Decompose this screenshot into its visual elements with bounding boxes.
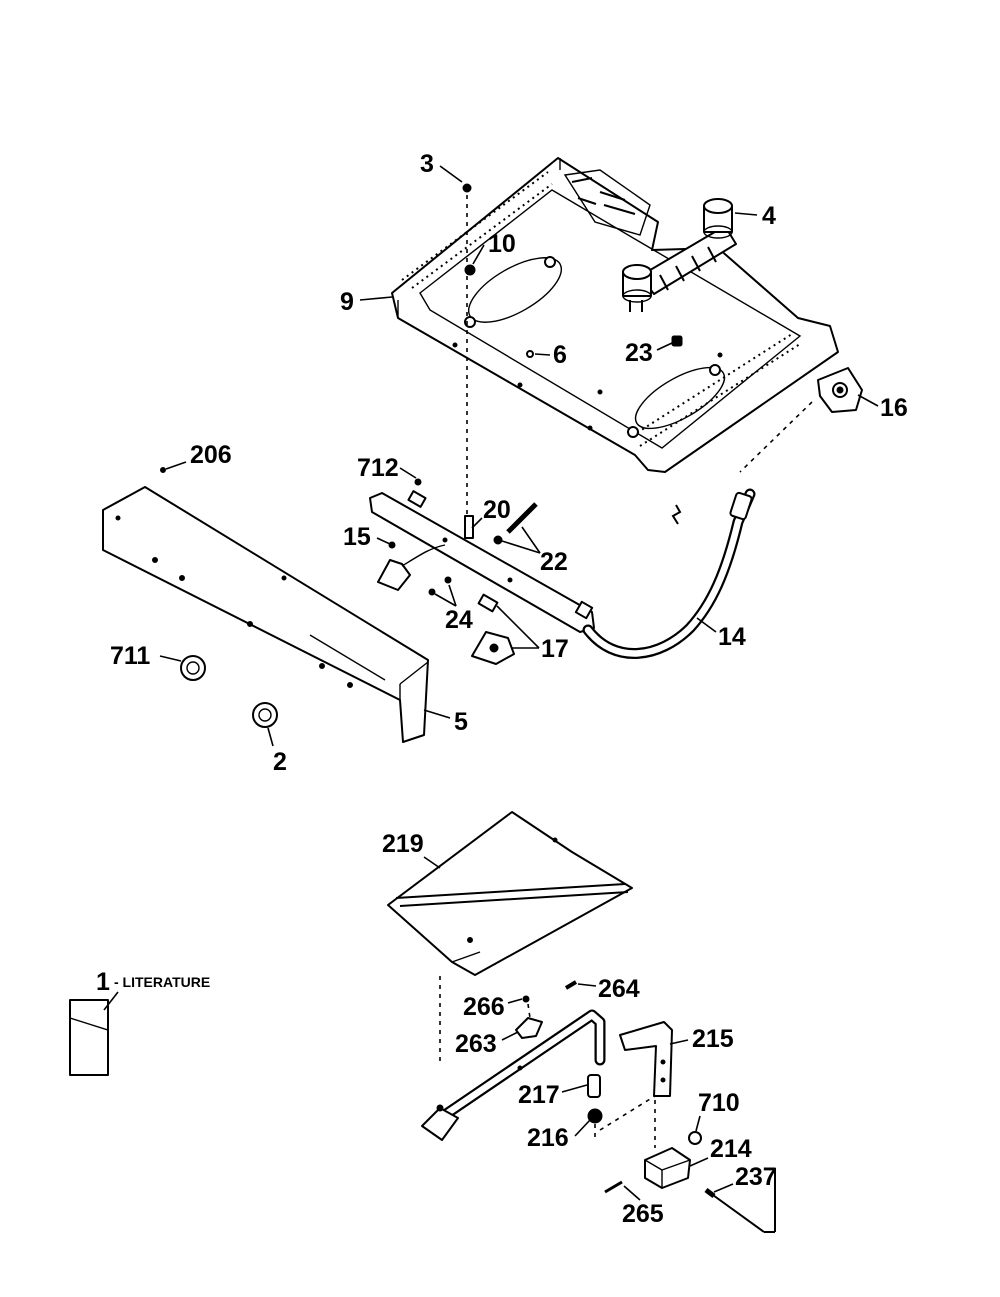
screw-264 [564, 980, 578, 990]
washer-710 [688, 1131, 702, 1145]
electrode-237 [704, 1168, 776, 1233]
part-label-206: 206 [190, 441, 232, 469]
leader-lines [103, 165, 879, 1201]
part-label-214: 214 [710, 1135, 752, 1163]
literature-caption: - LITERATURE [114, 974, 210, 990]
broil-burner [421, 1009, 606, 1141]
part-label-9: 9 [340, 288, 354, 316]
bracket-712 [414, 478, 422, 486]
burner-box [391, 157, 839, 473]
part-label-5: 5 [454, 708, 468, 736]
spring-clip [671, 504, 682, 525]
control-knob-711 [180, 655, 206, 681]
part-label-216: 216 [527, 1124, 569, 1152]
part-label-20: 20 [483, 496, 511, 524]
nut-266 [522, 995, 530, 1003]
part-label-3: 3 [420, 150, 434, 178]
part-label-712: 712 [357, 454, 399, 482]
fitting-22 [493, 502, 538, 545]
part-label-265: 265 [622, 1200, 664, 1228]
part-label-4: 4 [762, 202, 776, 230]
valve-15 [377, 541, 446, 591]
part-label-710: 710 [698, 1089, 740, 1117]
bracket-16 [817, 367, 863, 413]
part-label-711: 711 [110, 642, 150, 670]
part-label-10: 10 [488, 230, 516, 258]
part-label-237: 237 [735, 1163, 777, 1191]
part-label-1: 1 [96, 968, 110, 996]
broiler-pan-219 [387, 811, 633, 976]
bracket-215 [619, 1021, 673, 1097]
assembly-line [739, 401, 813, 473]
control-panel-5 [102, 486, 429, 743]
part-label-22: 22 [540, 548, 568, 576]
part-label-217: 217 [518, 1081, 560, 1109]
part-label-264: 264 [598, 975, 640, 1003]
screws-24 [428, 576, 452, 596]
screw-206 [160, 467, 166, 473]
part-labels: 3 4 10 9 6 23 16 206 712 20 22 15 24 17 … [96, 150, 908, 1228]
igniter-17 [471, 593, 515, 665]
nut-216 [587, 1108, 603, 1124]
valve-assembly-4 [622, 198, 737, 312]
bracket-263 [515, 1003, 543, 1039]
assembly-line [599, 1095, 656, 1131]
part-label-17: 17 [541, 635, 569, 663]
manifold-14 [369, 488, 756, 659]
literature-envelope [69, 999, 109, 1076]
screw-265 [604, 1180, 623, 1194]
part-label-15: 15 [343, 523, 371, 551]
screw-3 [462, 183, 472, 193]
part-label-23: 23 [625, 339, 653, 367]
burner-recess-left [467, 257, 563, 323]
screw-6 [526, 350, 534, 358]
part-label-6: 6 [553, 341, 567, 369]
bracket-214 [644, 1147, 691, 1189]
part-label-215: 215 [692, 1025, 734, 1053]
burner-recess-right [634, 366, 726, 430]
part-label-16: 16 [880, 394, 908, 422]
part-label-14: 14 [718, 623, 746, 651]
part-label-2: 2 [273, 748, 287, 776]
part-label-24: 24 [445, 606, 473, 634]
part-label-263: 263 [455, 1030, 497, 1058]
control-knob-2 [252, 702, 278, 728]
orifice-217 [587, 1074, 601, 1098]
part-label-266: 266 [463, 993, 505, 1021]
part-label-219: 219 [382, 830, 424, 858]
rating-plate [563, 169, 651, 236]
nut-23 [671, 335, 683, 347]
orifice-20 [464, 515, 474, 539]
